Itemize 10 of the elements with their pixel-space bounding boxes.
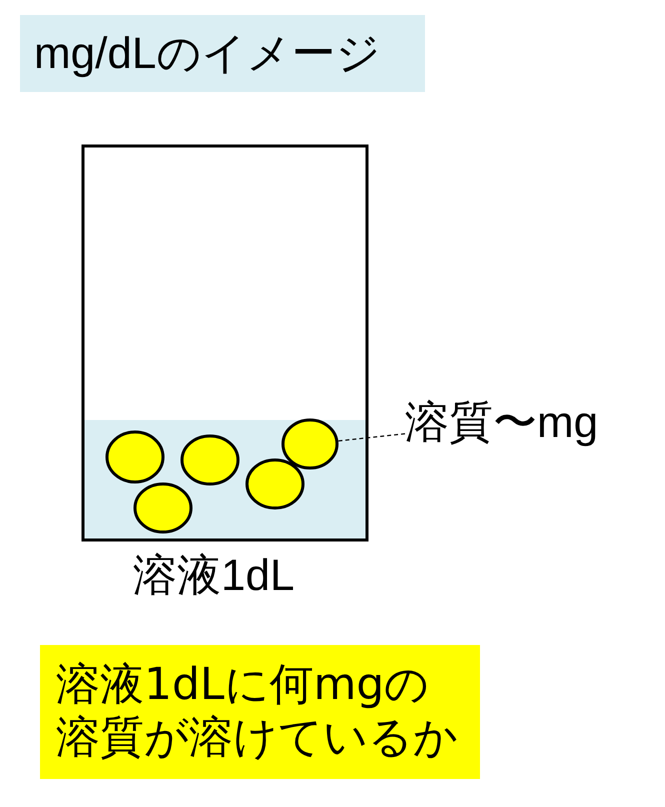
solution-label: 溶液1dL xyxy=(133,550,294,602)
solute-particle xyxy=(282,418,338,470)
solute-particle xyxy=(246,458,304,510)
solute-particle xyxy=(134,482,192,534)
solute-label: 溶質〜mg xyxy=(405,397,598,450)
solute-particle xyxy=(106,430,164,484)
solute-particle xyxy=(180,434,240,486)
leader-line xyxy=(338,433,406,442)
diagram-title: mg/dLのイメージ xyxy=(20,15,425,92)
question-note: 溶液1dLに何mgの溶質が溶けているか xyxy=(40,645,480,779)
